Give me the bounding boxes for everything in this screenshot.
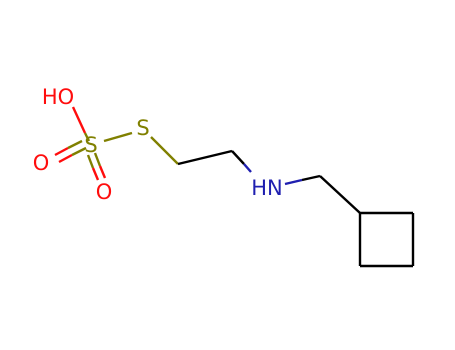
bond-s-o2-b bbox=[93, 152, 102, 167]
bond-c2-n-seg2 bbox=[243, 163, 252, 173]
bond-s-o1-b bbox=[58, 153, 73, 164]
bond-s-o2-a bbox=[86, 154, 95, 169]
bond-s-o1-a-seg2 bbox=[67, 139, 83, 150]
bond-s-c1 bbox=[150, 136, 179, 165]
bond-n-c3-seg2 bbox=[301, 174, 321, 182]
atom-sulfur-center: S bbox=[84, 133, 97, 157]
atom-label-layer: HO S O O S HN bbox=[33, 85, 283, 204]
atom-oxo-left: O bbox=[33, 151, 50, 175]
bond-c2-n bbox=[231, 150, 245, 165]
bond-s-o1-b-seg2 bbox=[71, 146, 87, 157]
bond-s-s bbox=[103, 131, 133, 143]
atom-hydroxyl: HO bbox=[42, 85, 74, 109]
bond-s-o2-b-seg2 bbox=[98, 165, 107, 179]
atom-amine: HN bbox=[251, 176, 283, 200]
bond-ho-s bbox=[71, 106, 87, 134]
atom-thio-sulfur: S bbox=[136, 116, 149, 140]
bond-n-c3 bbox=[284, 178, 303, 186]
bond-layer bbox=[54, 106, 415, 268]
bond-c3-ring bbox=[319, 175, 361, 214]
bond-s-o1-a bbox=[54, 146, 69, 157]
bond-ho-s-seg2 bbox=[83, 132, 91, 142]
bond-s-o2-a-seg2 bbox=[91, 167, 100, 181]
bond-c1-c2 bbox=[177, 149, 233, 166]
atom-oxo-bottom: O bbox=[96, 180, 113, 204]
